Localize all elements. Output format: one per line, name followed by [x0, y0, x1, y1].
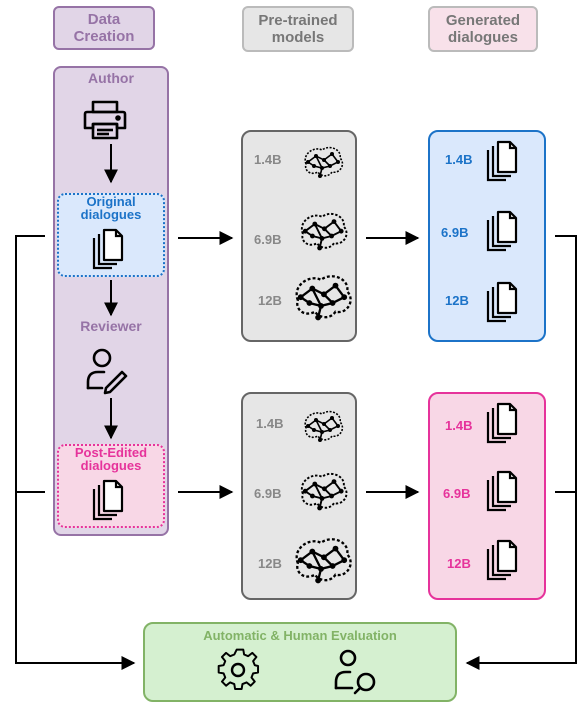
reviewer-label: Reviewer — [80, 318, 142, 334]
model-size-label: 12B — [258, 556, 282, 571]
document-stack-icon — [92, 228, 124, 270]
document-stack-icon — [92, 479, 124, 521]
brain-network-icon — [295, 538, 352, 585]
post-edited-dialogues-label: Post-Edited dialogues — [74, 445, 148, 473]
generated-size-label: 6.9B — [441, 225, 469, 240]
header-data-creation: Data Creation — [53, 6, 155, 50]
document-stack-icon — [486, 470, 518, 512]
brain-network-icon — [304, 410, 344, 443]
user-search-icon — [334, 649, 376, 695]
original-dialogues-label: Original dialogues — [80, 194, 142, 222]
document-stack-icon — [486, 539, 518, 581]
generated-size-label: 1.4B — [445, 418, 473, 433]
brain-network-icon — [295, 275, 352, 322]
document-stack-icon — [486, 140, 518, 182]
model-size-label: 6.9B — [254, 486, 282, 501]
evaluation-box — [143, 622, 457, 702]
gear-icon — [217, 648, 260, 690]
user-edit-icon — [86, 348, 128, 395]
document-stack-icon — [486, 402, 518, 444]
header-generated-dialogues: Generated dialogues — [428, 6, 538, 52]
generated-size-label: 12B — [445, 293, 469, 308]
model-size-label: 1.4B — [254, 152, 282, 167]
brain-network-icon — [304, 146, 344, 179]
header-pretrained-models: Pre-trained models — [242, 6, 354, 52]
generated-size-label: 6.9B — [443, 486, 471, 501]
model-size-label: 6.9B — [254, 232, 282, 247]
pretrained-models-panel-top — [241, 130, 357, 342]
generated-size-label: 12B — [447, 556, 471, 571]
printer-icon — [83, 100, 127, 140]
document-stack-icon — [486, 281, 518, 323]
model-size-label: 1.4B — [256, 416, 284, 431]
brain-network-icon — [300, 212, 348, 252]
document-stack-icon — [486, 210, 518, 252]
author-label: Author — [88, 70, 134, 86]
model-size-label: 12B — [258, 293, 282, 308]
generated-size-label: 1.4B — [445, 152, 473, 167]
brain-network-icon — [300, 472, 348, 512]
evaluation-title: Automatic & Human Evaluation — [203, 628, 397, 643]
